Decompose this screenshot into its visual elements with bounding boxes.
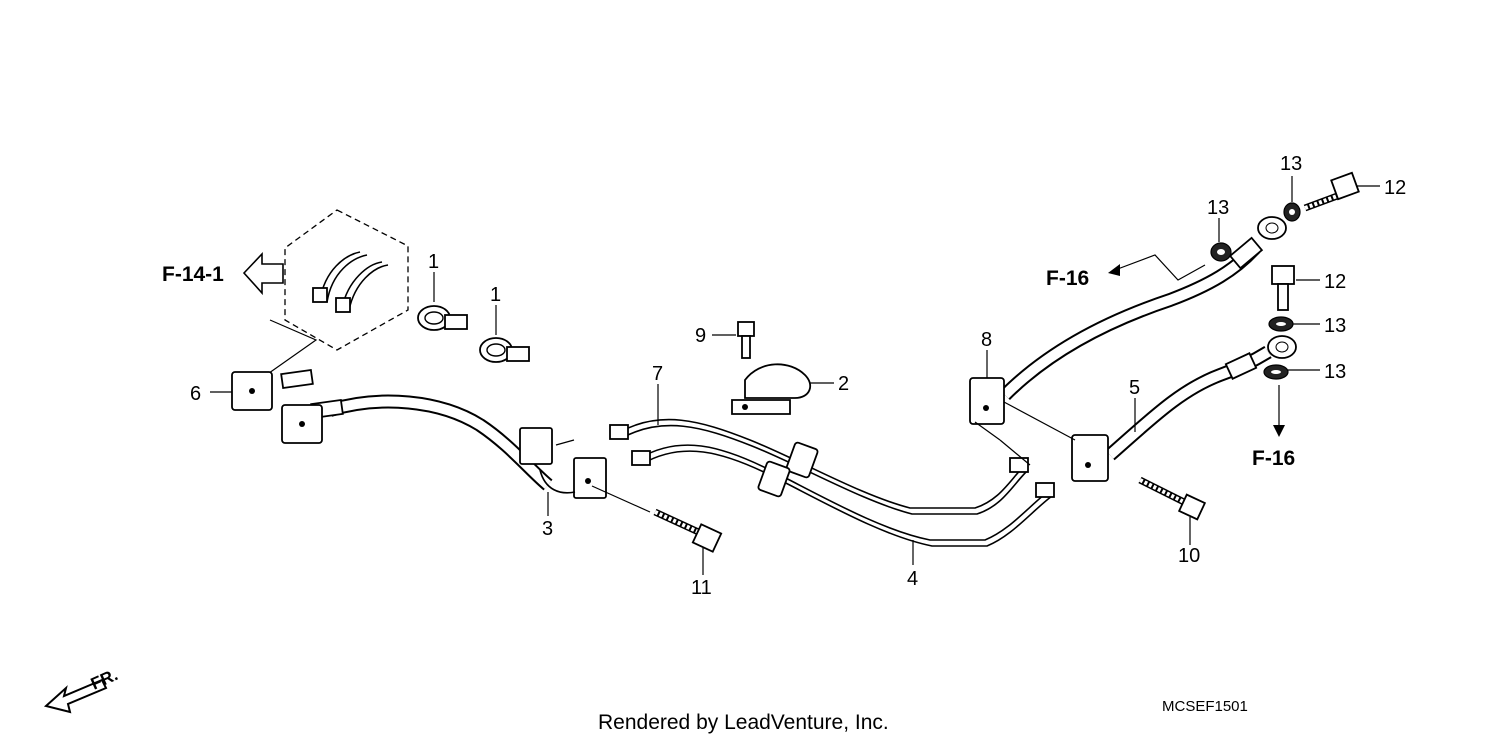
callout-12-mid[interactable]: 12 [1324,271,1346,293]
part-3-bracket[interactable] [519,427,553,465]
right-lower-hose [1071,335,1297,482]
callout-11[interactable]: 11 [691,577,712,599]
front-indicator: FR. [43,665,121,714]
callout-13-left[interactable]: 13 [1207,197,1229,219]
part-9-bolt[interactable] [737,321,755,359]
ref-f14-1-arrow-icon [242,251,284,296]
callout-12-top[interactable]: 12 [1384,177,1406,199]
ref-f16-left-label[interactable]: F-16 [1046,267,1089,290]
callout-4[interactable]: 4 [907,568,918,590]
callout-8[interactable]: 8 [981,329,992,351]
leader-inset [261,319,318,379]
part-12-bolt-top[interactable] [1303,171,1360,212]
part-13-washer-left[interactable] [1210,242,1232,262]
right-upper-hose [969,216,1287,425]
clamp-1a[interactable] [417,305,468,331]
callout-9[interactable]: 9 [695,325,706,347]
part-13-washer-mid[interactable] [1268,316,1294,332]
part-2-bracket[interactable] [731,363,812,415]
callout-1a[interactable]: 1 [428,251,439,273]
ref-f16-left[interactable]: F-16 [1046,254,1206,290]
part-13-washer-top[interactable] [1283,202,1301,222]
part-5-block[interactable] [1071,434,1109,482]
leader-lines [210,176,1380,575]
left-hose-assembly [231,361,607,499]
part-11-bolt[interactable] [653,508,723,553]
front-label: FR. [88,665,121,693]
credit-text: Rendered by LeadVenture, Inc. [598,711,889,734]
callout-3[interactable]: 3 [542,518,553,540]
callout-1b[interactable]: 1 [490,284,501,306]
callout-5[interactable]: 5 [1129,377,1140,399]
callout-13-top[interactable]: 13 [1280,153,1302,175]
diagram-code: MCSEF1501 [1162,698,1248,715]
part-12-bolt-mid[interactable] [1271,265,1295,311]
front-arrow-icon [43,678,108,714]
ref-f16-right[interactable]: F-16 [1252,385,1295,470]
callout-10[interactable]: 10 [1178,545,1200,567]
arrow-icon [1108,264,1120,276]
callout-2[interactable]: 2 [838,373,849,395]
ref-f14-1[interactable]: F-14-1 [162,251,284,296]
inset-detail [284,209,409,351]
clamp-1b[interactable] [479,337,530,363]
part-13-washer-low[interactable] [1263,364,1289,380]
callout-13-mid[interactable]: 13 [1324,315,1346,337]
arrow-down-icon [1273,425,1285,437]
callout-7[interactable]: 7 [652,363,663,385]
callout-13-low[interactable]: 13 [1324,361,1346,383]
callout-6[interactable]: 6 [190,383,201,405]
ref-f14-1-label[interactable]: F-14-1 [162,263,224,286]
ref-f16-right-label[interactable]: F-16 [1252,447,1295,470]
part-10-bolt[interactable] [1138,476,1207,521]
part-8-block[interactable] [969,377,1005,425]
callouts: 1 1 2 3 4 5 6 7 8 9 10 11 12 12 13 13 13… [190,153,1406,599]
center-pipes [609,418,1055,547]
